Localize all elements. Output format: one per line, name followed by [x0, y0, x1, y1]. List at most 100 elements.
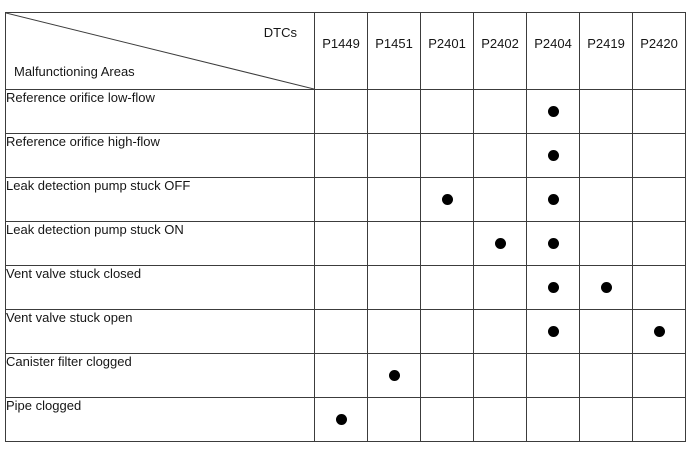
table-row: Leak detection pump stuck ON [5, 221, 686, 266]
matrix-cell [367, 353, 421, 398]
matrix-cell [526, 177, 580, 222]
column-header-label: P2401 [428, 36, 466, 51]
header-row: DTCs Malfunctioning Areas P1449 P1451 P2… [5, 12, 686, 90]
matrix-cell [420, 309, 474, 354]
matrix-cell [579, 353, 633, 398]
column-header-label: P1451 [375, 36, 413, 51]
table-row: Reference orifice low-flow [5, 89, 686, 134]
matrix-cell [526, 133, 580, 178]
matrix-cell [579, 89, 633, 134]
filled-circle-icon [600, 282, 612, 293]
row-label-cell: Vent valve stuck closed [5, 265, 315, 310]
matrix-cell [420, 353, 474, 398]
column-header-label: P2420 [640, 36, 678, 51]
column-header-p1449: P1449 [314, 12, 368, 90]
table-row: Reference orifice high-flow [5, 133, 686, 178]
table-row: Leak detection pump stuck OFF [5, 177, 686, 222]
row-label-cell: Leak detection pump stuck OFF [5, 177, 315, 222]
matrix-cell [632, 221, 686, 266]
matrix-cell [314, 265, 368, 310]
matrix-cell [314, 353, 368, 398]
column-header-p2420: P2420 [632, 12, 686, 90]
matrix-cell [420, 133, 474, 178]
matrix-cell [367, 265, 421, 310]
matrix-cell [632, 133, 686, 178]
table-row: Vent valve stuck closed [5, 265, 686, 310]
column-header-p2401: P2401 [420, 12, 474, 90]
matrix-cell [473, 397, 527, 442]
matrix-cell [632, 309, 686, 354]
matrix-cell [420, 265, 474, 310]
matrix-cell [473, 353, 527, 398]
table-row: Vent valve stuck open [5, 309, 686, 354]
matrix-cell [526, 265, 580, 310]
matrix-cell [632, 265, 686, 310]
matrix-cell [632, 353, 686, 398]
matrix-cell [473, 89, 527, 134]
filled-circle-icon [653, 326, 665, 337]
matrix-cell [473, 133, 527, 178]
matrix-cell [367, 309, 421, 354]
matrix-cell [526, 309, 580, 354]
table-row: Canister filter clogged [5, 353, 686, 398]
filled-circle-icon [335, 414, 347, 425]
matrix-cell [314, 133, 368, 178]
matrix-cell [526, 353, 580, 398]
column-header-label: P2404 [534, 36, 572, 51]
diagonal-divider-line [6, 13, 314, 89]
matrix-cell [367, 221, 421, 266]
filled-circle-icon [547, 282, 559, 293]
matrix-cell [367, 133, 421, 178]
row-label-cell: Reference orifice low-flow [5, 89, 315, 134]
matrix-cell [473, 309, 527, 354]
matrix-cell [473, 265, 527, 310]
matrix-cell [314, 309, 368, 354]
matrix-cell [367, 89, 421, 134]
matrix-cell [579, 221, 633, 266]
matrix-cell [314, 397, 368, 442]
filled-circle-icon [547, 106, 559, 117]
row-label-cell: Canister filter clogged [5, 353, 315, 398]
matrix-cell [473, 221, 527, 266]
matrix-cell [632, 89, 686, 134]
row-label-cell: Vent valve stuck open [5, 309, 315, 354]
filled-circle-icon [494, 238, 506, 249]
matrix-cell [526, 89, 580, 134]
column-header-label: P1449 [322, 36, 360, 51]
matrix-cell [632, 397, 686, 442]
matrix-cell [579, 177, 633, 222]
matrix-cell [420, 397, 474, 442]
filled-circle-icon [547, 194, 559, 205]
matrix-cell [314, 221, 368, 266]
malfunctioning-areas-axis-label: Malfunctioning Areas [14, 64, 135, 79]
matrix-cell [420, 177, 474, 222]
filled-circle-icon [388, 370, 400, 381]
table-row: Pipe clogged [5, 397, 686, 442]
filled-circle-icon [547, 238, 559, 249]
matrix-cell [526, 397, 580, 442]
filled-circle-icon [547, 326, 559, 337]
row-label-cell: Leak detection pump stuck ON [5, 221, 315, 266]
matrix-cell [420, 221, 474, 266]
matrix-cell [579, 397, 633, 442]
column-header-p2404: P2404 [526, 12, 580, 90]
matrix-cell [579, 265, 633, 310]
dtc-malfunction-matrix: DTCs Malfunctioning Areas P1449 P1451 P2… [5, 12, 686, 442]
corner-header-cell: DTCs Malfunctioning Areas [5, 12, 315, 90]
column-header-p2419: P2419 [579, 12, 633, 90]
matrix-cell [632, 177, 686, 222]
row-label-cell: Reference orifice high-flow [5, 133, 315, 178]
filled-circle-icon [547, 150, 559, 161]
matrix-cell [473, 177, 527, 222]
dtcs-axis-label: DTCs [263, 25, 297, 40]
column-header-label: P2419 [587, 36, 625, 51]
matrix-cell [314, 89, 368, 134]
table-header: DTCs Malfunctioning Areas P1449 P1451 P2… [5, 12, 686, 90]
matrix-cell [367, 177, 421, 222]
matrix-cell [314, 177, 368, 222]
matrix-cell [579, 309, 633, 354]
matrix-cell [420, 89, 474, 134]
matrix-cell [367, 397, 421, 442]
column-header-label: P2402 [481, 36, 519, 51]
